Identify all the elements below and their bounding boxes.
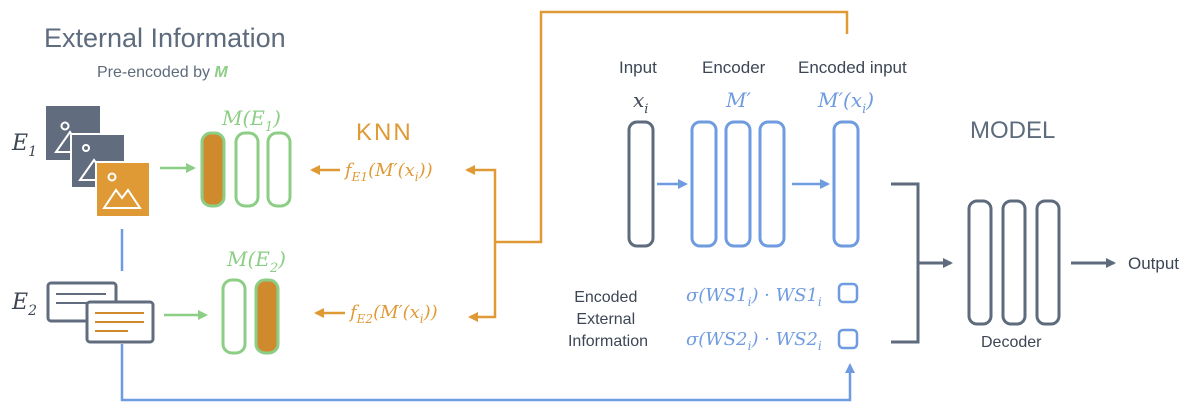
encoder-vectors bbox=[690, 120, 786, 248]
knn-query-up bbox=[465, 165, 497, 242]
ws2-formula: σ(WS2i) · WS2i bbox=[686, 329, 822, 353]
subtitle: Pre-encoded by M bbox=[97, 64, 228, 81]
input-header: Input bbox=[619, 58, 657, 77]
encoded-input-header: Encoded input bbox=[798, 58, 907, 77]
encoded-external-label: Encoded External Information bbox=[568, 289, 648, 350]
input-vector bbox=[627, 120, 655, 248]
ws2-box bbox=[837, 328, 859, 350]
x-symbol: xi bbox=[633, 88, 648, 117]
ws1-box bbox=[837, 282, 859, 304]
merge-bracket bbox=[891, 182, 920, 344]
document-stack-icon bbox=[46, 281, 155, 344]
subtitle-prefix: Pre-encoded by bbox=[97, 64, 214, 81]
title: External Information bbox=[44, 23, 286, 53]
f-e1-label: fE1(M′(xi)) bbox=[343, 160, 433, 184]
image-stack-icon bbox=[46, 106, 151, 218]
encoded-input-vector bbox=[832, 120, 860, 248]
m-e2-label: M(E2) bbox=[226, 247, 286, 276]
knn-query-down bbox=[468, 242, 497, 322]
decoder-vectors bbox=[967, 199, 1061, 326]
external-info-bottom-line bbox=[120, 344, 855, 402]
e2-label: E2 bbox=[11, 290, 37, 319]
m-prime-x-symbol: M′(xi) bbox=[817, 88, 874, 117]
output-label: Output bbox=[1128, 254, 1179, 273]
ws1-formula: σ(WS1i) · WS1i bbox=[686, 285, 822, 309]
m-e2-vectors bbox=[221, 278, 280, 355]
decoder-label: Decoder bbox=[981, 334, 1042, 351]
e1-label: E1 bbox=[11, 131, 37, 160]
f-e2-label: fE2(M′(xi)) bbox=[348, 302, 438, 326]
subtitle-symbol: M bbox=[214, 64, 228, 81]
m-prime-symbol: M′ bbox=[725, 88, 751, 112]
knn-query-path bbox=[495, 10, 849, 244]
knn-label: KNN bbox=[356, 119, 413, 146]
m-e1-vectors bbox=[200, 131, 292, 208]
m-e1-label: M(E1) bbox=[221, 106, 281, 135]
encoder-header: Encoder bbox=[702, 58, 766, 77]
model-label: MODEL bbox=[970, 117, 1055, 144]
